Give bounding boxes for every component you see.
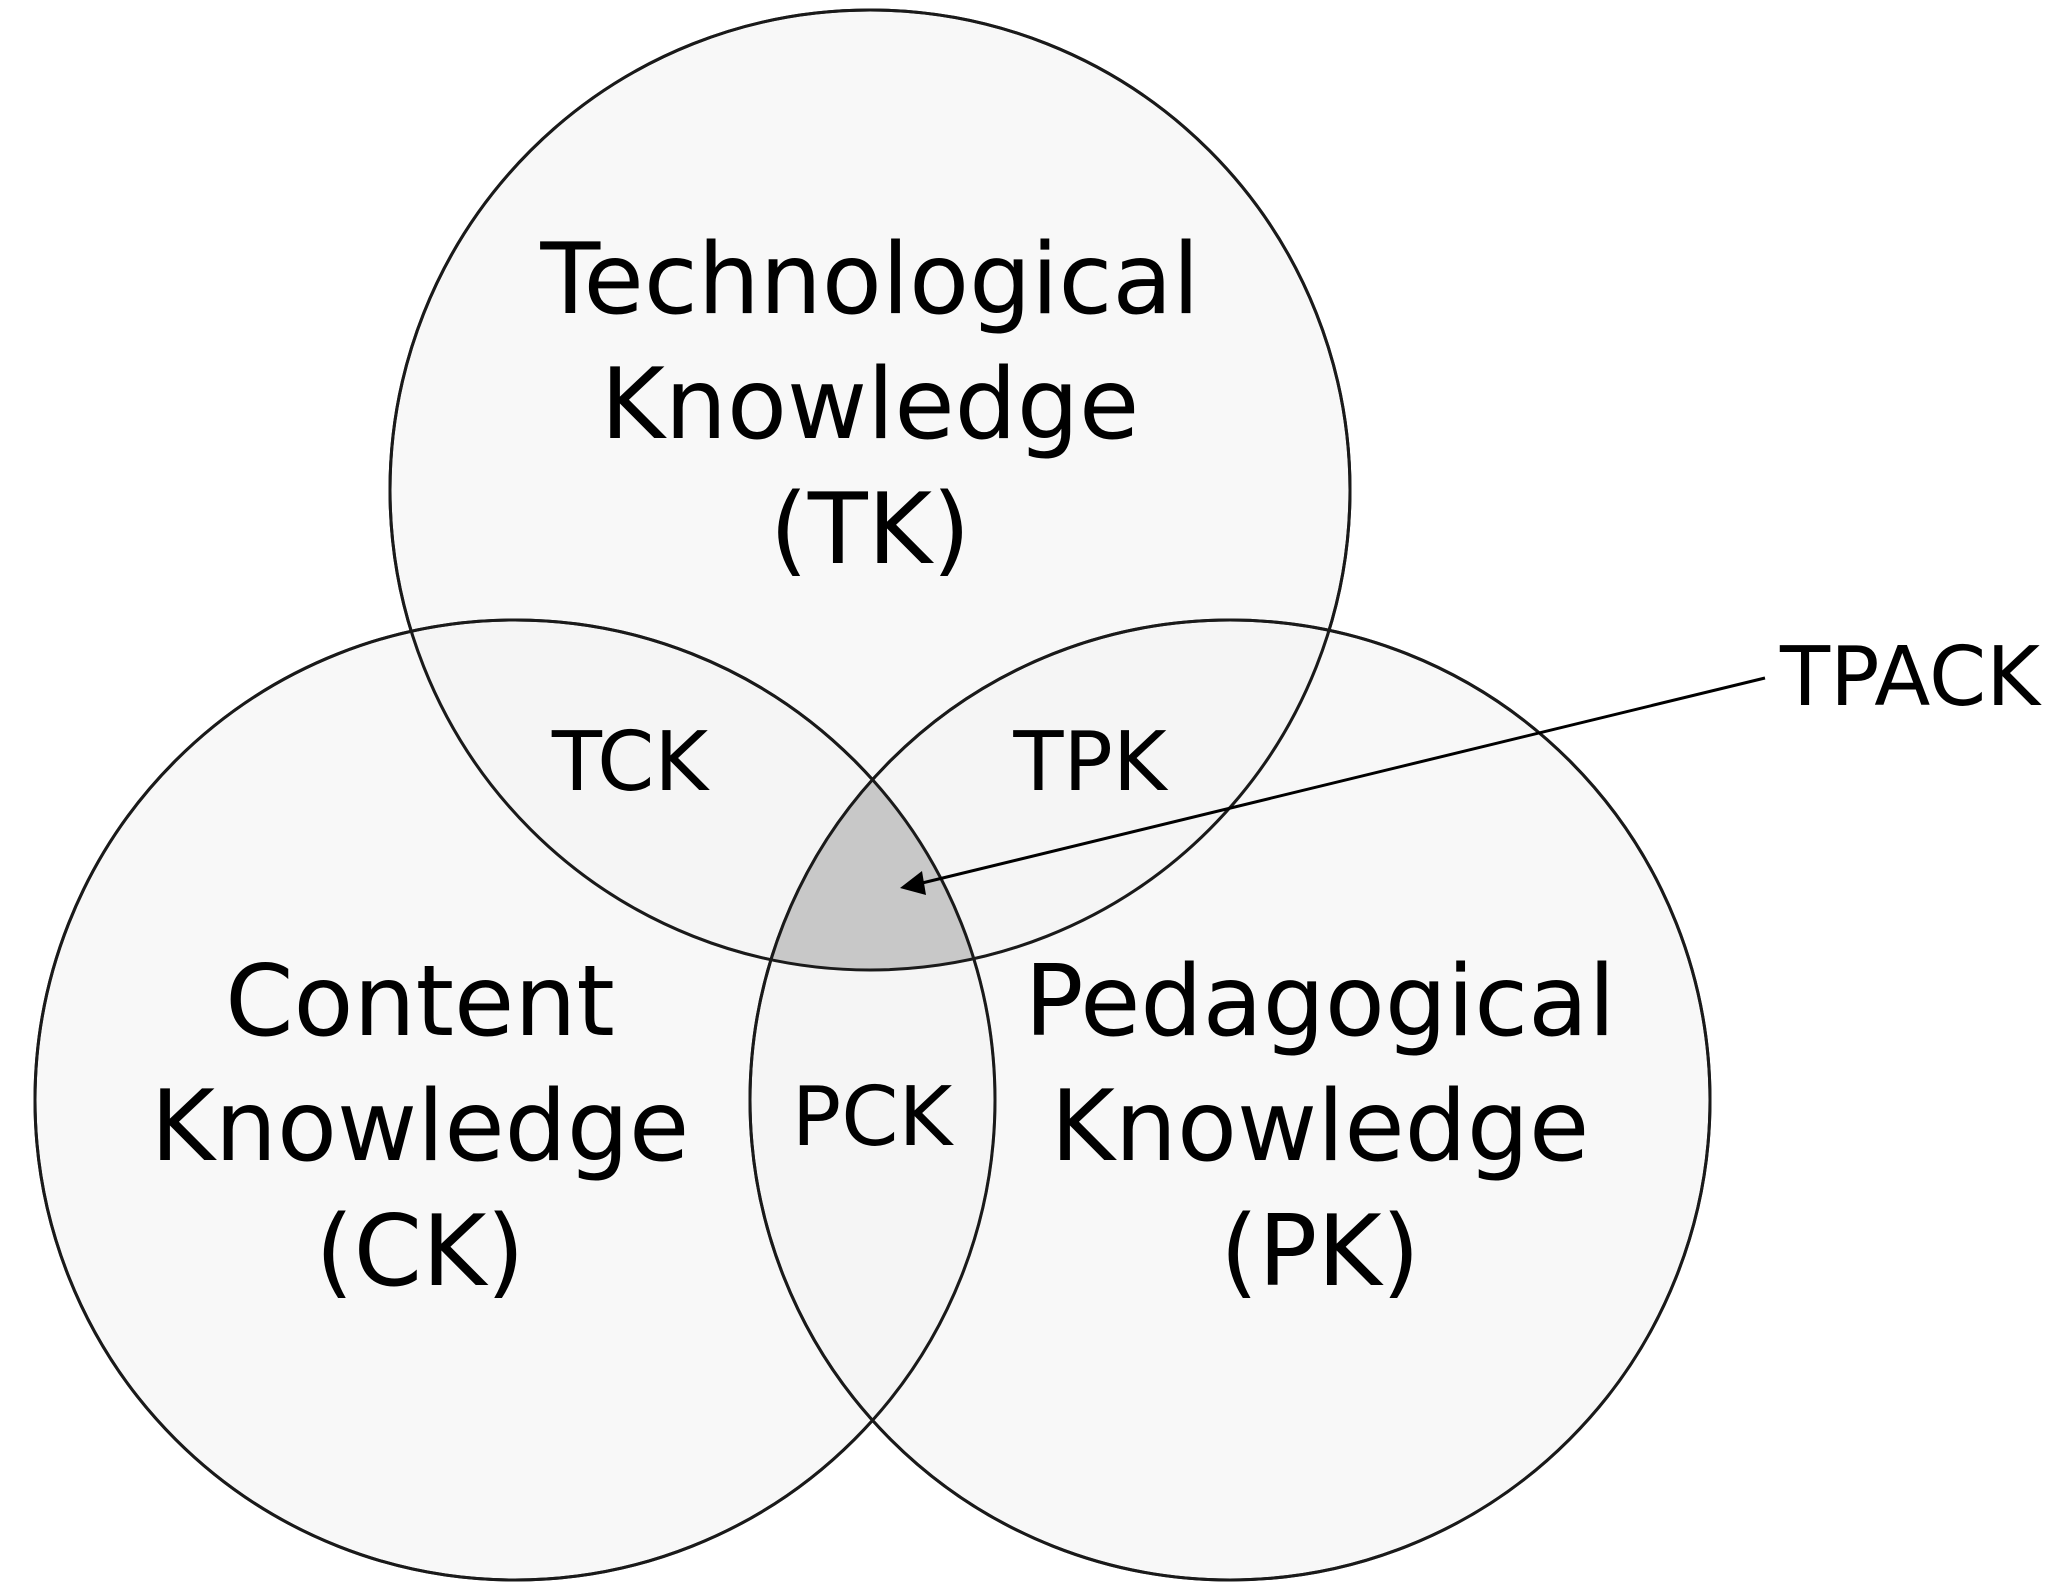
technological-knowledge-outline bbox=[388, 8, 1352, 972]
pedagogical-knowledge-outline bbox=[748, 618, 1712, 1582]
tck-label: TCK bbox=[551, 715, 711, 810]
pk-label-line2: Knowledge bbox=[1051, 1070, 1590, 1184]
tpack-callout-arrow-head bbox=[900, 871, 926, 895]
pk-label-line3: (PK) bbox=[1220, 1195, 1420, 1309]
tpk-label: TPK bbox=[1012, 715, 1169, 810]
tpack-callout-label: TPACK bbox=[1779, 630, 2042, 725]
tk-label-line2: Knowledge bbox=[601, 348, 1140, 462]
tk-label-line3: (TK) bbox=[770, 473, 971, 587]
ck-label-line2: Knowledge bbox=[151, 1070, 690, 1184]
content-knowledge-outline bbox=[33, 618, 997, 1582]
tpack-callout-arrow-line bbox=[917, 676, 1766, 886]
ck-label-line3: (CK) bbox=[315, 1195, 524, 1309]
pk-label-line1: Pedagogical bbox=[1025, 945, 1616, 1059]
tk-label-line1: Technological bbox=[539, 223, 1199, 337]
pck-label: PCK bbox=[792, 1070, 955, 1165]
ck-label-line1: Content bbox=[225, 945, 615, 1059]
